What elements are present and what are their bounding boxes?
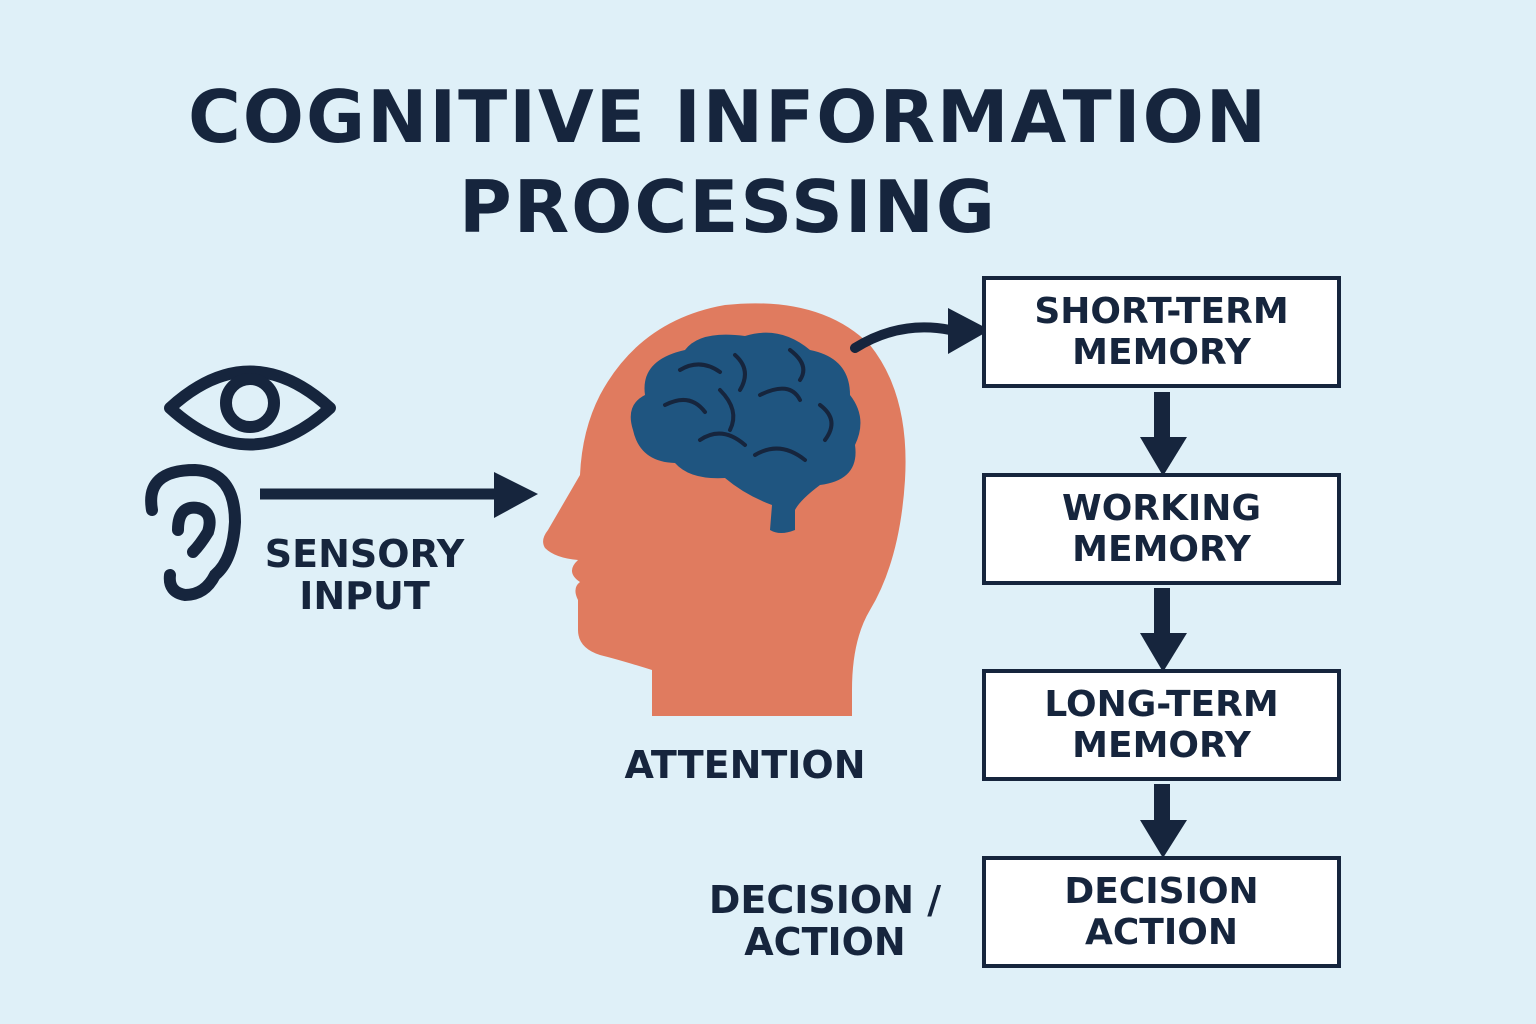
stage-label-line: LONG-TERM: [1044, 684, 1279, 725]
ear-icon: [145, 463, 242, 602]
stage-box-short-term-memory: SHORT-TERM MEMORY: [982, 276, 1341, 388]
decision-action-label: DECISION / ACTION: [700, 879, 950, 963]
stage-label-line: MEMORY: [1072, 725, 1251, 766]
sensory-label-line: INPUT: [299, 574, 430, 618]
flow-arrow: [1140, 588, 1187, 672]
stage-label: WORKING MEMORY: [1062, 488, 1261, 570]
stage-label-line: DECISION: [1064, 871, 1259, 912]
decision-label-line: DECISION /: [708, 878, 942, 922]
stage-box-long-term-memory: LONG-TERM MEMORY: [982, 669, 1341, 781]
stage-label: LONG-TERM MEMORY: [1044, 684, 1278, 766]
page-title: COGNITIVE INFORMATION PROCESSING: [0, 72, 1456, 252]
sensory-arrow: [260, 472, 538, 518]
title-line: COGNITIVE INFORMATION: [187, 75, 1269, 159]
flow-arrow: [1140, 392, 1187, 476]
stage-label-line: WORKING: [1061, 488, 1261, 529]
decision-label-line: ACTION: [744, 920, 906, 964]
flow-arrow: [1140, 784, 1187, 858]
sensory-label-line: SENSORY: [264, 532, 465, 576]
stage-label-line: SHORT-TERM: [1034, 291, 1289, 332]
stage-box-working-memory: WORKING MEMORY: [982, 473, 1341, 585]
stage-label-line: MEMORY: [1072, 529, 1251, 570]
eye-icon: [164, 365, 336, 451]
title-line: PROCESSING: [458, 165, 998, 249]
attention-label-text: ATTENTION: [624, 743, 866, 787]
stage-label: SHORT-TERM MEMORY: [1034, 291, 1288, 373]
brain-icon: [630, 332, 861, 533]
stage-label-line: ACTION: [1085, 912, 1238, 953]
attention-label: ATTENTION: [615, 744, 875, 786]
attention-arrow: [850, 308, 990, 354]
stage-label-line: MEMORY: [1072, 332, 1251, 373]
sensory-input-label: SENSORY INPUT: [262, 533, 467, 617]
stage-label: DECISION ACTION: [1064, 871, 1258, 953]
stage-box-decision-action: DECISION ACTION: [982, 856, 1341, 968]
